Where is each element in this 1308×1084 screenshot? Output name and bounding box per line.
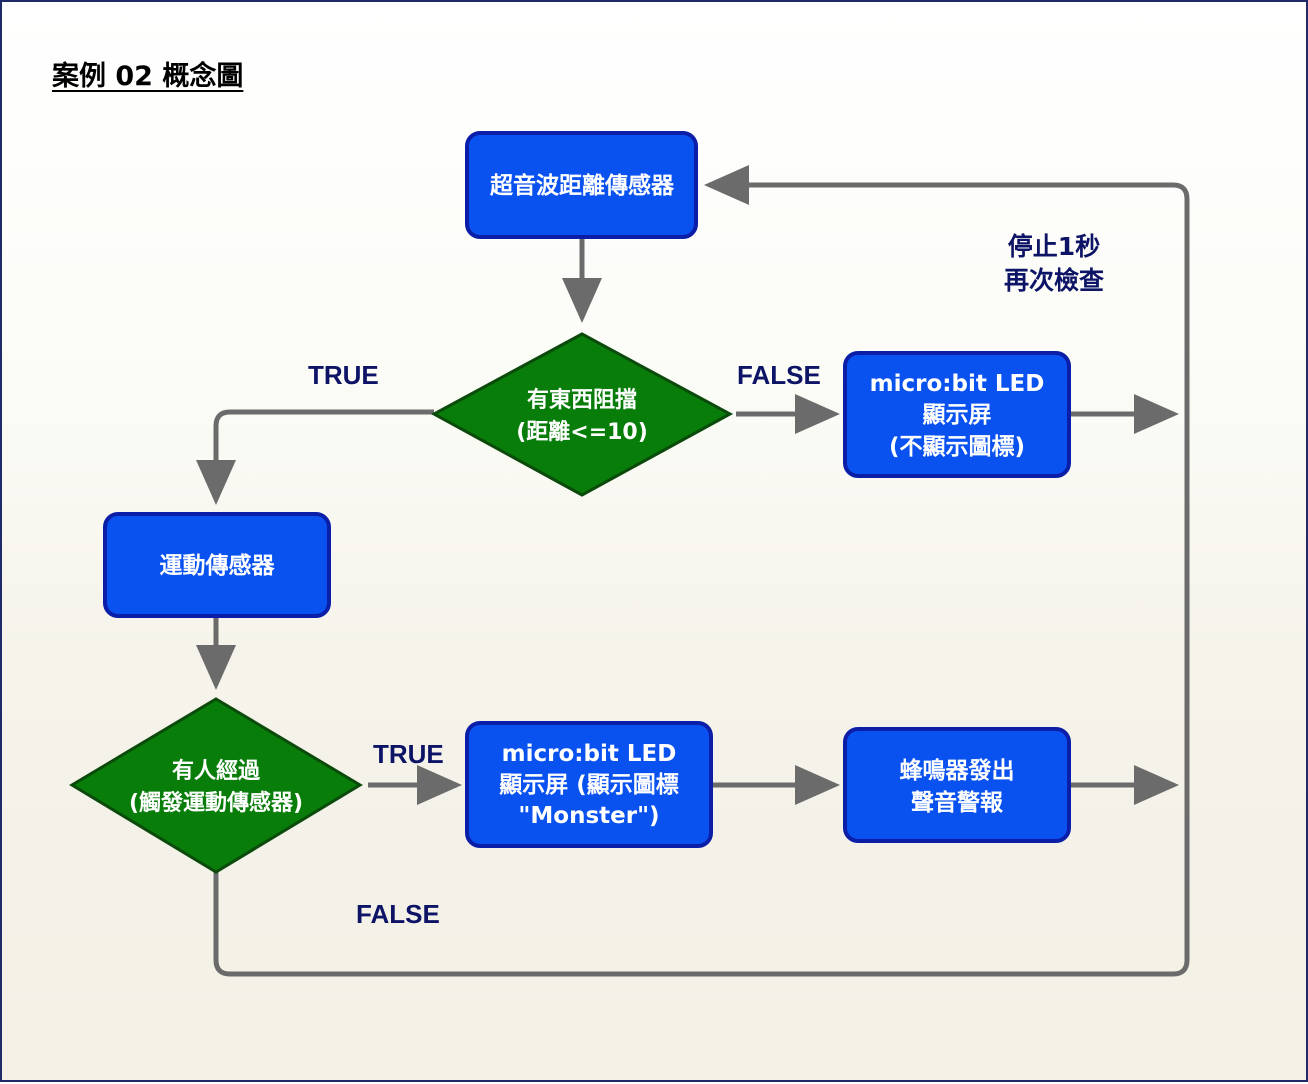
node-motion-sensor: 運動傳感器 <box>103 512 331 618</box>
node-led-monster-line3: "Monster") <box>518 803 659 829</box>
decision-obstacle: 有東西阻擋 (距離<=10) <box>430 332 734 497</box>
decision-obstacle-line2: (距離<=10) <box>516 419 648 445</box>
node-led-no-icon-line3: (不顯示圖標) <box>889 434 1025 460</box>
node-buzzer-line1: 蜂鳴器發出 <box>900 757 1015 784</box>
decision-person-line2: (觸發運動傳感器) <box>129 790 303 816</box>
decision-person-line1: 有人經過 <box>172 758 261 784</box>
label-loop-line2: 再次檢查 <box>1004 266 1104 295</box>
label-loop-line1: 停止1秒 <box>1008 232 1100 261</box>
edge-person-false-to-loop <box>213 165 1190 977</box>
node-led-no-icon: micro:bit LED 顯示屏 (不顯示圖標) <box>843 351 1071 478</box>
label-true-top: TRUE <box>308 360 379 390</box>
page-title: 案例 02 概念圖 <box>52 61 244 92</box>
node-motion-label: 運動傳感器 <box>160 552 276 579</box>
decision-person-passing: 有人經過 (觸發運動傳感器) <box>69 697 363 874</box>
node-buzzer-line2: 聲音警報 <box>911 789 1004 816</box>
node-led-monster-line1: micro:bit LED <box>502 741 677 767</box>
edge-decision-true-to-motion <box>196 409 434 505</box>
node-ultrasonic-sensor: 超音波距離傳感器 <box>465 131 698 239</box>
node-buzzer-alarm: 蜂鳴器發出 聲音警報 <box>843 727 1071 843</box>
label-false-top: FALSE <box>737 360 821 390</box>
node-led-no-icon-line2: 顯示屏 <box>923 402 992 428</box>
node-ultrasonic-label: 超音波距離傳感器 <box>490 172 675 199</box>
node-led-no-icon-line1: micro:bit LED <box>870 371 1045 397</box>
node-led-monster: micro:bit LED 顯示屏 (顯示圖標 "Monster") <box>465 721 713 848</box>
decision-obstacle-line1: 有東西阻擋 <box>527 387 637 413</box>
label-false-bottom: FALSE <box>356 899 440 929</box>
node-led-monster-line2: 顯示屏 (顯示圖標 <box>499 772 679 798</box>
label-true-bottom: TRUE <box>373 739 444 769</box>
